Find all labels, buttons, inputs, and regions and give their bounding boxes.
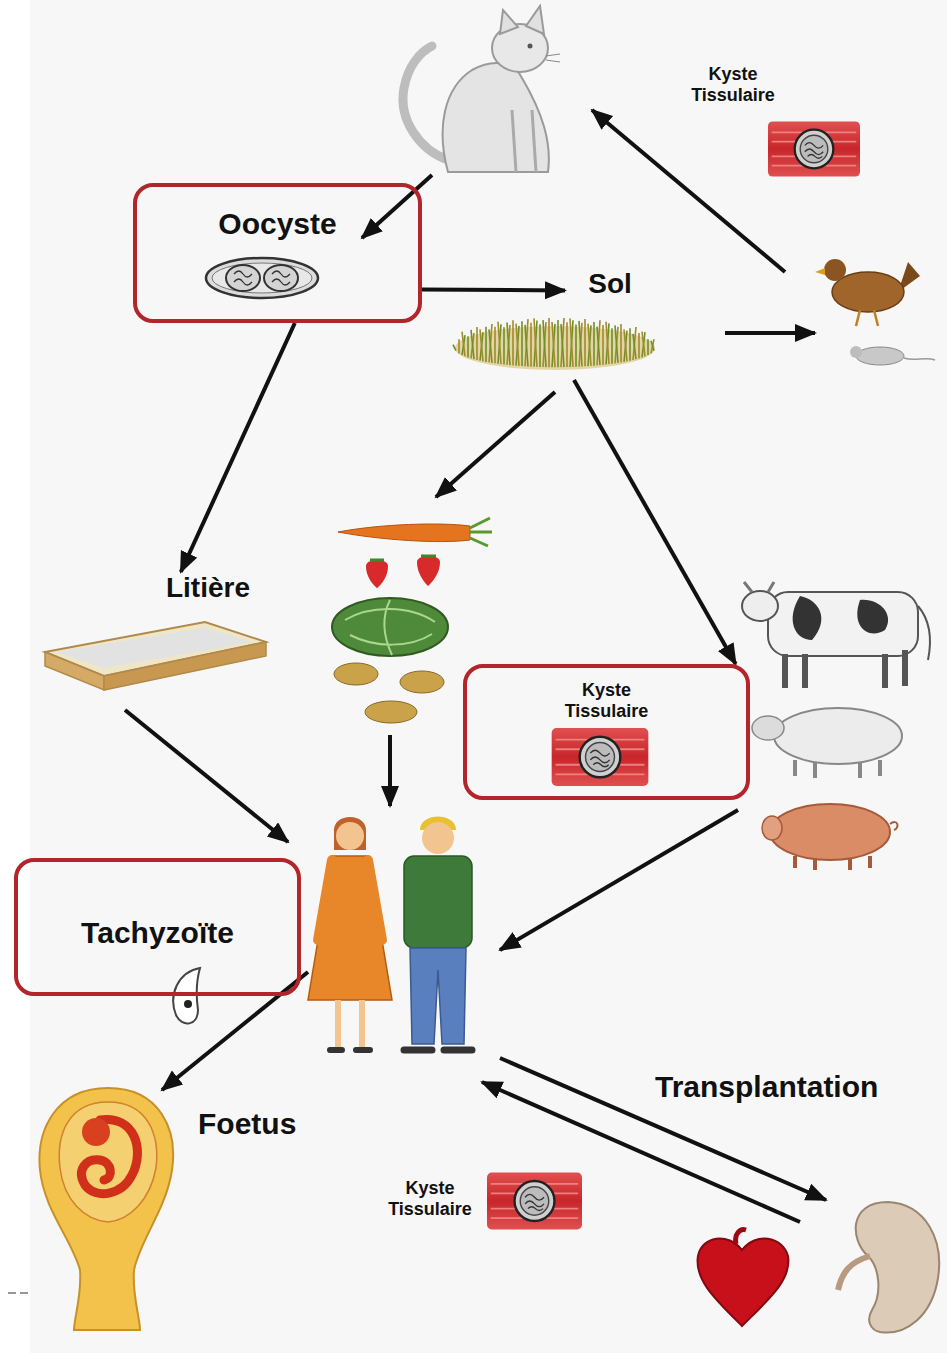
stage-box: Kyste Tissulaire (463, 664, 750, 800)
cow (742, 582, 930, 688)
cycle-arrow (574, 380, 736, 664)
foetus (40, 1088, 174, 1330)
stage-node: Sol (565, 268, 655, 380)
bird (815, 259, 920, 326)
tissue-cyst (552, 728, 649, 786)
figure-label: Kyste Tissulaire (388, 1178, 472, 1219)
sheep (752, 708, 902, 778)
soil-grass (453, 318, 655, 370)
pig (762, 804, 897, 870)
stage-box: Oocyste (133, 183, 422, 323)
heart (698, 1230, 789, 1326)
oocyst (206, 258, 318, 298)
node-label: Oocyste (137, 207, 418, 242)
cat (403, 6, 560, 172)
figure-label: Foetus (198, 1107, 296, 1142)
mouse (850, 346, 935, 365)
figure-label: Kyste Tissulaire (691, 64, 775, 105)
man (404, 817, 472, 1051)
kidney (838, 1202, 939, 1333)
woman (308, 817, 392, 1050)
stage-node: Litière (140, 572, 276, 692)
node-label: Sol (565, 268, 655, 300)
vegetables (332, 518, 492, 723)
cycle-arrows (125, 110, 826, 1222)
node-label: Kyste Tissulaire (565, 680, 649, 721)
tissue-cyst (768, 121, 860, 176)
node-label: Litière (140, 572, 276, 604)
cycle-arrow (422, 289, 565, 290)
node-label: Tachyzoïte (18, 916, 297, 951)
litter-tray (45, 622, 266, 690)
cycle-arrow (181, 323, 295, 572)
stage-box: Tachyzoïte (14, 858, 301, 996)
figure-label: Transplantation (655, 1070, 878, 1105)
tissue-cyst (487, 1173, 582, 1230)
